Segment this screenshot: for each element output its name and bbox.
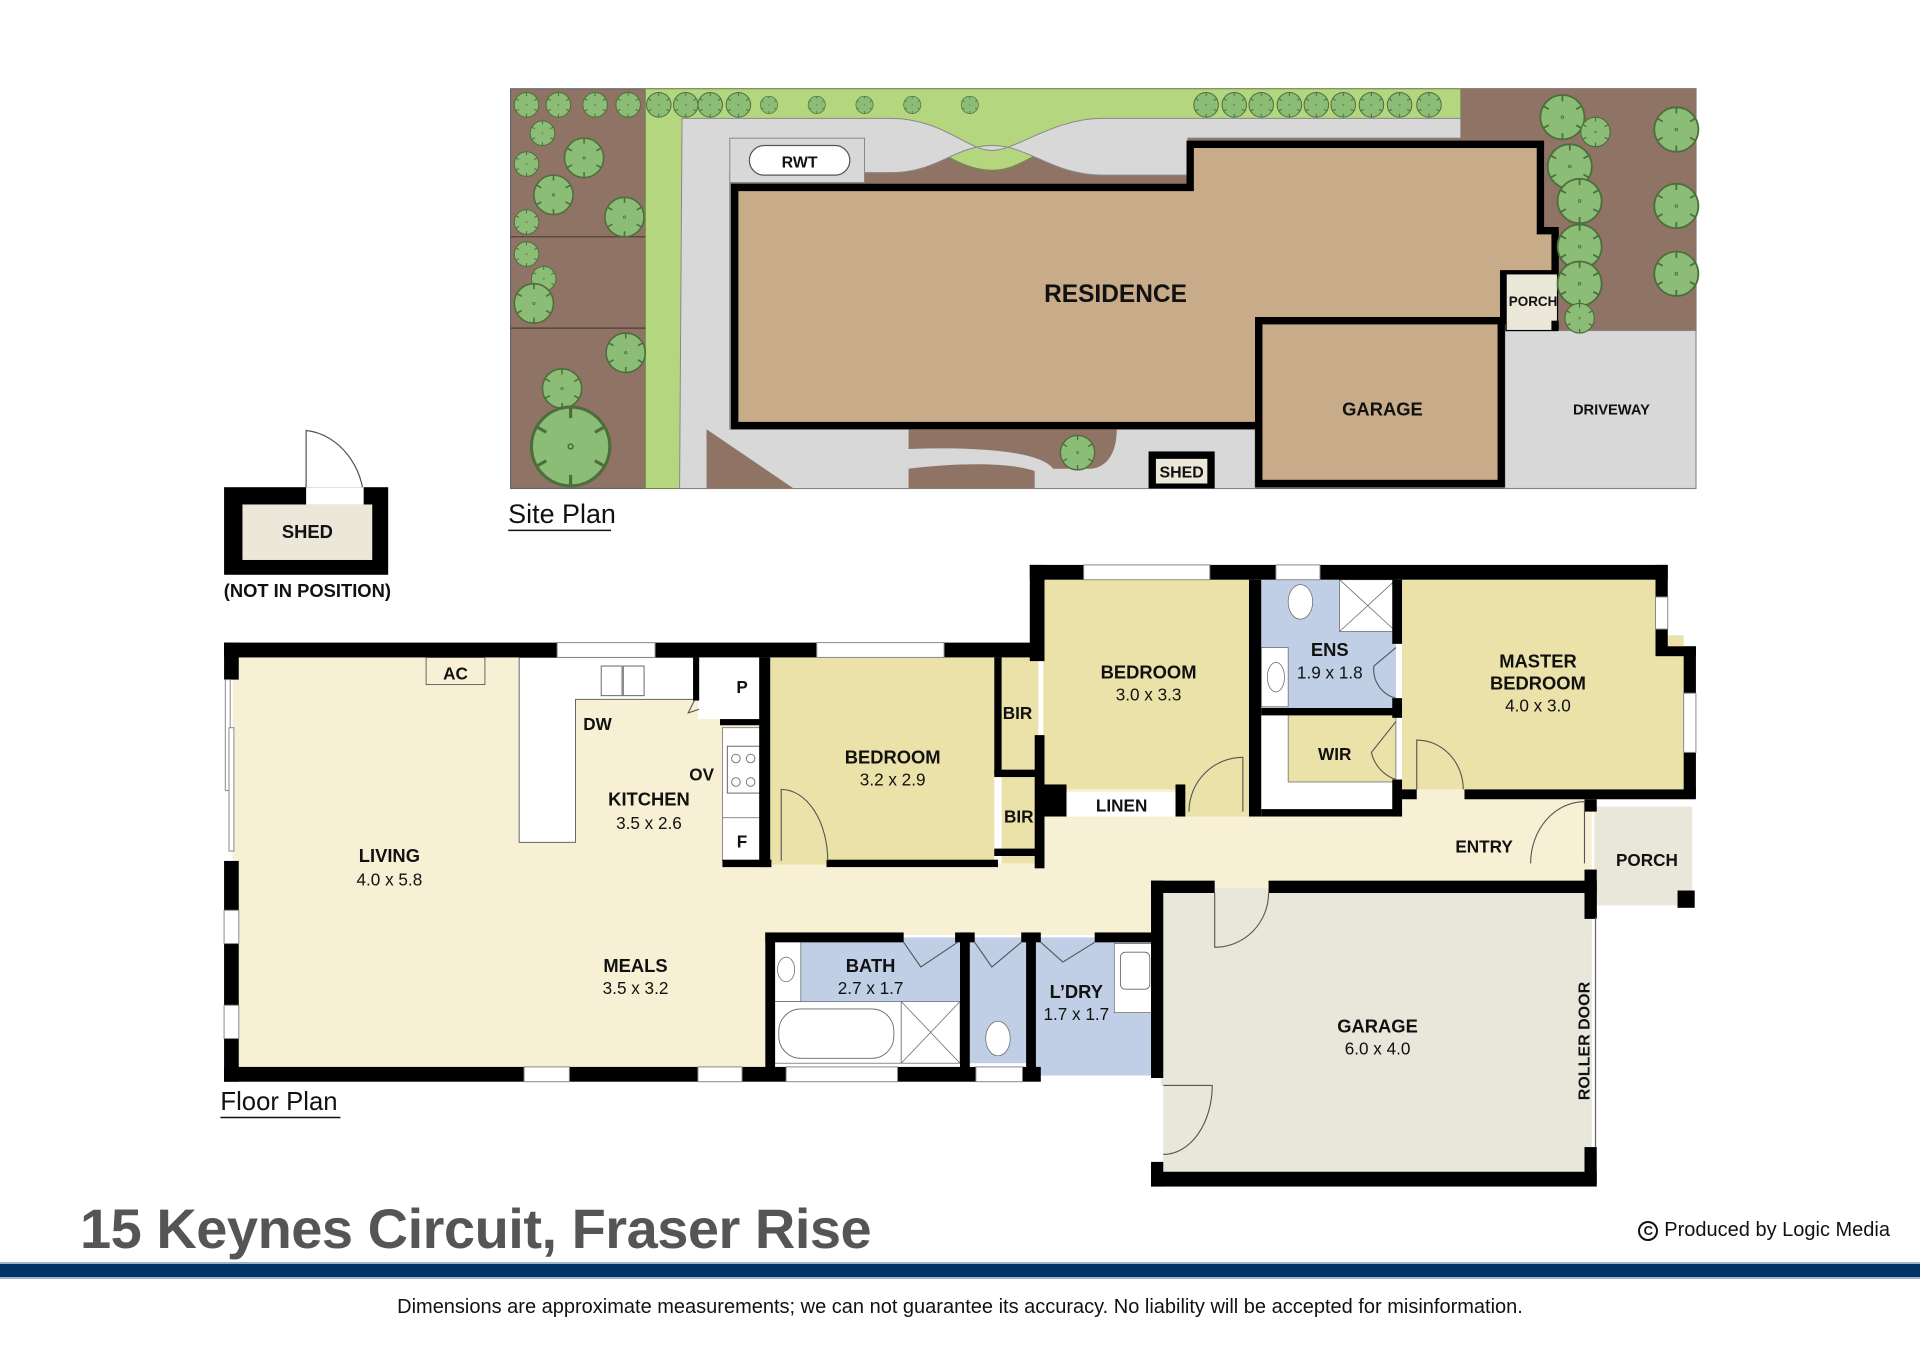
porch-label: PORCH	[1616, 850, 1678, 870]
shed-note: (NOT IN POSITION)	[224, 580, 391, 601]
linen-label: LINEN	[1096, 796, 1147, 816]
disclaimer: Dimensions are approximate measurements;…	[397, 1296, 1523, 1318]
rainwater-tank	[748, 144, 851, 176]
master-bedroom	[1402, 579, 1684, 790]
site-garage-label: GARAGE	[1342, 399, 1423, 420]
bedroom-2	[768, 657, 995, 865]
meals-label: MEALS	[603, 955, 667, 976]
laundry-tub-icon	[1119, 951, 1151, 990]
bir-label-1: BIR	[1003, 703, 1033, 723]
garage	[1160, 888, 1592, 1175]
master-label-line1: MASTER	[1499, 650, 1576, 671]
entry-label: ENTRY	[1455, 836, 1513, 856]
copyright-icon: C	[1638, 1220, 1659, 1241]
site-shed-label: SHED	[1160, 464, 1204, 481]
laundry-dims: 1.7 x 1.7	[1043, 1004, 1109, 1024]
garage-label: GARAGE	[1337, 1015, 1418, 1036]
roller-door-label: ROLLER DOOR	[1576, 981, 1593, 1100]
bedroom-3-dims: 3.0 x 3.3	[1116, 685, 1182, 705]
kitchen-label: KITCHEN	[608, 788, 690, 809]
bath-dims: 2.7 x 1.7	[838, 978, 904, 998]
basin-icon	[1266, 661, 1285, 693]
pantry-label: P	[736, 677, 747, 697]
walk-in-robe	[1287, 712, 1397, 783]
laundry-label: L’DRY	[1050, 981, 1103, 1002]
porch	[1594, 806, 1693, 906]
windows	[223, 564, 1697, 1083]
walls	[224, 564, 1696, 1187]
ac-label: AC	[443, 664, 468, 684]
ac-unit	[425, 656, 486, 686]
bedroom-2-label: BEDROOM	[845, 746, 941, 767]
meals-dims: 3.5 x 3.2	[603, 978, 669, 998]
site-plan-title: Site Plan	[508, 499, 616, 529]
fridge-label: F	[737, 831, 747, 851]
detached-shed: SHED (NOT IN POSITION)	[224, 429, 391, 601]
bath-label: BATH	[846, 955, 896, 976]
door-swings	[687, 647, 1586, 1156]
bathtub-icon	[778, 1008, 895, 1059]
property-address: 15 Keynes Circuit, Fraser Rise	[80, 1197, 872, 1260]
oven-label: OV	[689, 765, 714, 785]
producer-credit: C Produced by Logic Media	[1638, 1219, 1890, 1242]
rwt-label: RWT	[782, 155, 818, 172]
residence-label: RESIDENCE	[1044, 281, 1187, 308]
cooktop-icon	[726, 745, 761, 794]
master-dims: 4.0 x 3.0	[1505, 696, 1571, 716]
kitchen-dims: 3.5 x 2.6	[616, 813, 682, 833]
floor-plan-title: Floor Plan	[220, 1088, 337, 1116]
site-porch-label: PORCH	[1509, 294, 1558, 309]
garage-dims: 6.0 x 4.0	[1345, 1039, 1411, 1059]
sink-icon	[600, 665, 623, 697]
shed-label: SHED	[282, 521, 333, 542]
bedroom-2-dims: 3.2 x 2.9	[860, 770, 926, 790]
driveway	[1504, 330, 1697, 489]
site-garage	[1255, 316, 1505, 488]
bedroom-3	[1043, 579, 1254, 790]
floor-plan: LIVING 4.0 x 5.8 KITCHEN 3.5 x 2.6 MEALS…	[223, 564, 1697, 1187]
bedroom-3-label: BEDROOM	[1101, 661, 1197, 682]
driveway-label: DRIVEWAY	[1573, 402, 1650, 418]
toilet-icon	[1287, 584, 1314, 620]
living-kitchen-meals-area	[232, 653, 769, 1067]
bir-label-2: BIR	[1004, 807, 1034, 827]
credit-text: Produced by Logic Media	[1664, 1219, 1890, 1241]
living-label: LIVING	[359, 845, 420, 866]
footer-band	[0, 1262, 1920, 1279]
master-label-line2: BEDROOM	[1490, 672, 1586, 693]
dishwasher-label: DW	[583, 714, 612, 734]
site-plan: RWT DRIVEWAY RESIDENCE GARAGE PORCH SHED	[510, 88, 1700, 490]
ensuite-dims: 1.9 x 1.8	[1297, 662, 1363, 682]
wir-label: WIR	[1318, 744, 1352, 764]
ensuite-label: ENS	[1311, 639, 1349, 660]
living-dims: 4.0 x 5.8	[357, 870, 423, 890]
